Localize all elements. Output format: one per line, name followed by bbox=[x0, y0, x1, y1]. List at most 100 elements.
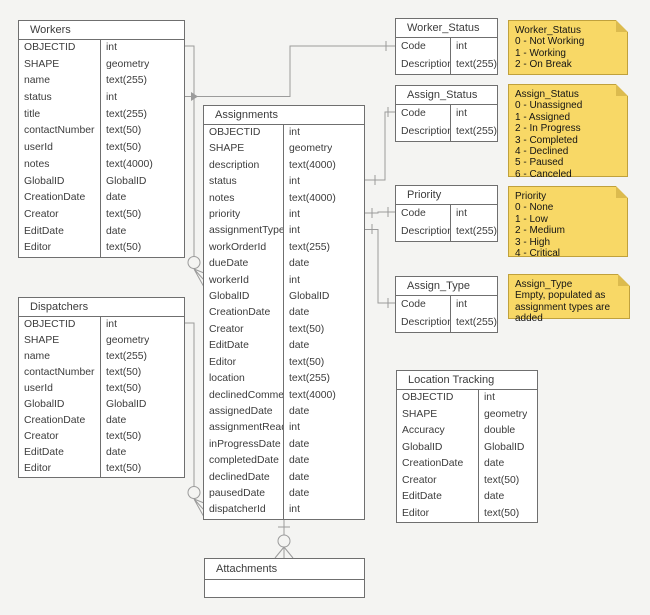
connector-workers-workerstatus[interactable] bbox=[185, 41, 395, 101]
entity-attachments[interactable]: Attachments bbox=[204, 558, 365, 598]
field-type: int bbox=[289, 274, 300, 286]
field-type: text(50) bbox=[106, 142, 142, 154]
field-type: int bbox=[289, 504, 300, 516]
field-name: Editor bbox=[19, 461, 101, 477]
field-type: date bbox=[106, 225, 127, 237]
field-type: date bbox=[106, 415, 127, 426]
note-assign-type[interactable]: Assign_Type Empty, populated as assignme… bbox=[508, 274, 630, 324]
field-name: location bbox=[204, 371, 284, 388]
connector-dispatchers-assignments[interactable] bbox=[185, 322, 205, 518]
field-type: text(255) bbox=[106, 75, 148, 87]
connector-assignments-attachments[interactable] bbox=[274, 517, 294, 559]
field-name: OBJECTID bbox=[19, 317, 101, 333]
field-type: GlobalID bbox=[106, 175, 147, 187]
field-type: int bbox=[289, 209, 300, 221]
note-lines: Empty, populated as assignment types are… bbox=[515, 290, 623, 324]
note-line: 1 - Working bbox=[515, 47, 566, 59]
field-name: Code bbox=[396, 38, 451, 56]
field-name: CreationDate bbox=[19, 413, 101, 429]
field-type: text(50) bbox=[484, 474, 520, 486]
field-name: pausedDate bbox=[204, 485, 284, 503]
connector-workers-assignments[interactable] bbox=[185, 45, 205, 288]
field-type: int bbox=[106, 92, 117, 104]
field-name: Description bbox=[396, 223, 451, 241]
note-title: Worker_Status bbox=[515, 25, 581, 36]
field-type: GlobalID bbox=[484, 441, 525, 453]
field-name: Code bbox=[396, 296, 451, 314]
field-name: workOrderId bbox=[204, 239, 284, 257]
field-type: date bbox=[289, 258, 310, 270]
entity-title: Workers bbox=[19, 21, 184, 40]
field-name: Description bbox=[396, 314, 451, 332]
field-name: title bbox=[19, 106, 101, 124]
field-name: completedDate bbox=[204, 453, 284, 470]
field-type: date bbox=[106, 447, 127, 458]
field-type: text(255) bbox=[456, 226, 497, 237]
field-name: declinedDate bbox=[204, 469, 284, 486]
field-name: GlobalID bbox=[397, 439, 479, 456]
field-type: int bbox=[106, 42, 117, 53]
field-name: Code bbox=[396, 205, 451, 223]
field-name: SHAPE bbox=[19, 333, 101, 349]
field-name: GlobalID bbox=[19, 173, 101, 191]
field-type: int bbox=[456, 41, 467, 52]
field-type: date bbox=[289, 471, 310, 483]
field-name: GlobalID bbox=[204, 289, 284, 306]
line-jump-chevron bbox=[191, 92, 198, 101]
field-row: declinedCommenttext(4000) bbox=[204, 387, 364, 404]
note-line: 1 - Assigned bbox=[515, 111, 571, 123]
field-type: text(255) bbox=[289, 373, 331, 385]
field-name: SHAPE bbox=[397, 406, 479, 423]
field-type: date bbox=[289, 405, 310, 417]
field-type: geometry bbox=[106, 58, 150, 70]
field-name: CreationDate bbox=[397, 456, 479, 473]
field-name: assignmentRead bbox=[204, 420, 284, 437]
connector-assignments-assignstatus[interactable] bbox=[365, 107, 395, 185]
field-type: text(50) bbox=[289, 356, 325, 368]
field-name: Creator bbox=[19, 429, 101, 445]
field-type: text(4000) bbox=[289, 192, 336, 204]
connector-assignments-priority[interactable] bbox=[365, 207, 395, 218]
field-row: Description text(255) bbox=[396, 56, 497, 74]
field-name: Creator bbox=[19, 206, 101, 224]
field-name: SHAPE bbox=[19, 56, 101, 74]
note-line: 1 - Low bbox=[515, 213, 548, 225]
field-name: Description bbox=[396, 56, 451, 74]
field-type: date bbox=[289, 307, 310, 319]
field-type: text(255) bbox=[456, 59, 497, 70]
connector-assignments-assigntype[interactable] bbox=[365, 224, 395, 308]
